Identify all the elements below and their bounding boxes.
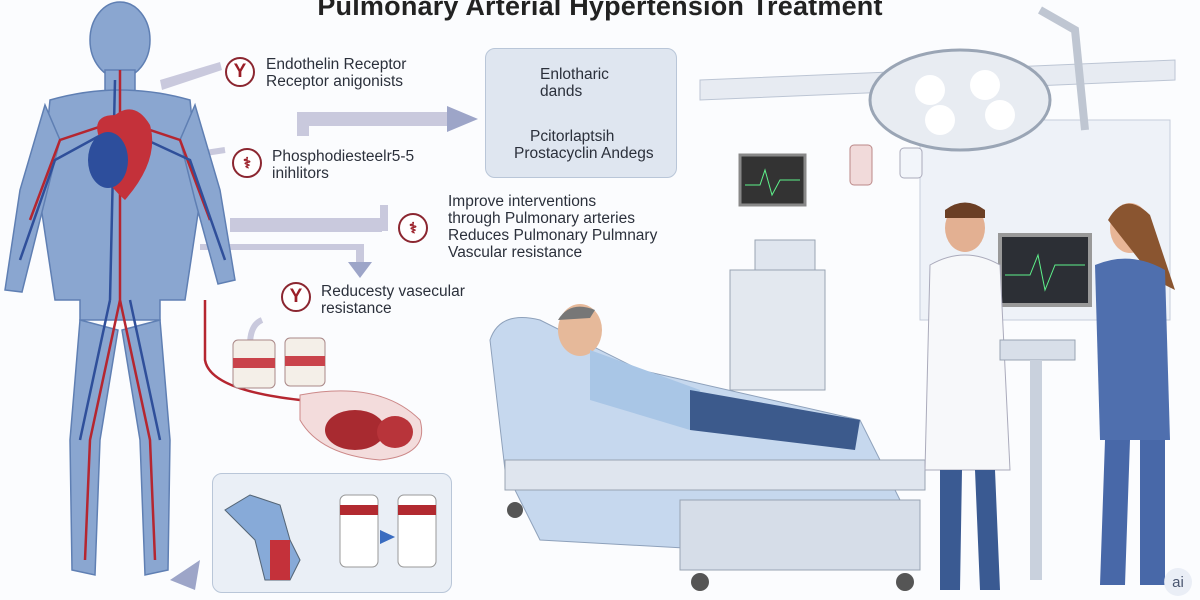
reduces-label: Reducesty vasecular resistance (321, 283, 465, 317)
pde-icon: ⚕ (398, 213, 428, 243)
box-top-label: Enlotharic dands (540, 66, 609, 100)
pde-icon: ⚕ (232, 148, 262, 178)
label-line: inihlitors (272, 165, 329, 182)
receptor-icon: Y (281, 282, 311, 312)
label-line: Reduces Pulmonary Pulmnary (448, 227, 658, 244)
label-line: Improve interventions (448, 193, 597, 210)
box-bottom-label: Pcitorlaptsih Prostacyclin Andegs (514, 128, 654, 162)
label-line: Phosphodiesteelr5-5 (272, 148, 415, 165)
label-line: through Pulmonary arteries (448, 210, 635, 227)
label-line: Receptor anigonists (266, 73, 403, 90)
endothelin-label: Endothelin Receptor Receptor anigonists (266, 56, 406, 90)
label-line: Prostacyclin Andegs (514, 145, 654, 162)
medication-jars (232, 337, 326, 389)
improve-label: Improve interventions through Pulmonary … (448, 193, 657, 261)
prostacyclin-box (485, 48, 677, 178)
label-line: Vascular resistance (448, 244, 583, 261)
pde5-label: Phosphodiesteelr5-5 inihlitors (272, 148, 414, 182)
label-line: Pcitorlaptsih (530, 128, 615, 145)
receptor-icon: Y (225, 57, 255, 87)
heart (88, 109, 153, 200)
page-title: Pulmonary Arterial Hypertension Treatmen… (317, 0, 883, 21)
lungs (299, 390, 422, 461)
flow-arrows (159, 62, 478, 590)
ai-watermark: ai (1164, 568, 1192, 596)
delivery-box (212, 473, 452, 593)
label-line: Reducesty vasecular (321, 283, 465, 300)
label-line: dands (540, 83, 583, 100)
label-line: Endothelin Receptor (266, 56, 407, 73)
label-line: Enlotharic (540, 66, 609, 83)
hospital-room (489, 6, 1176, 591)
label-line: resistance (321, 300, 392, 317)
